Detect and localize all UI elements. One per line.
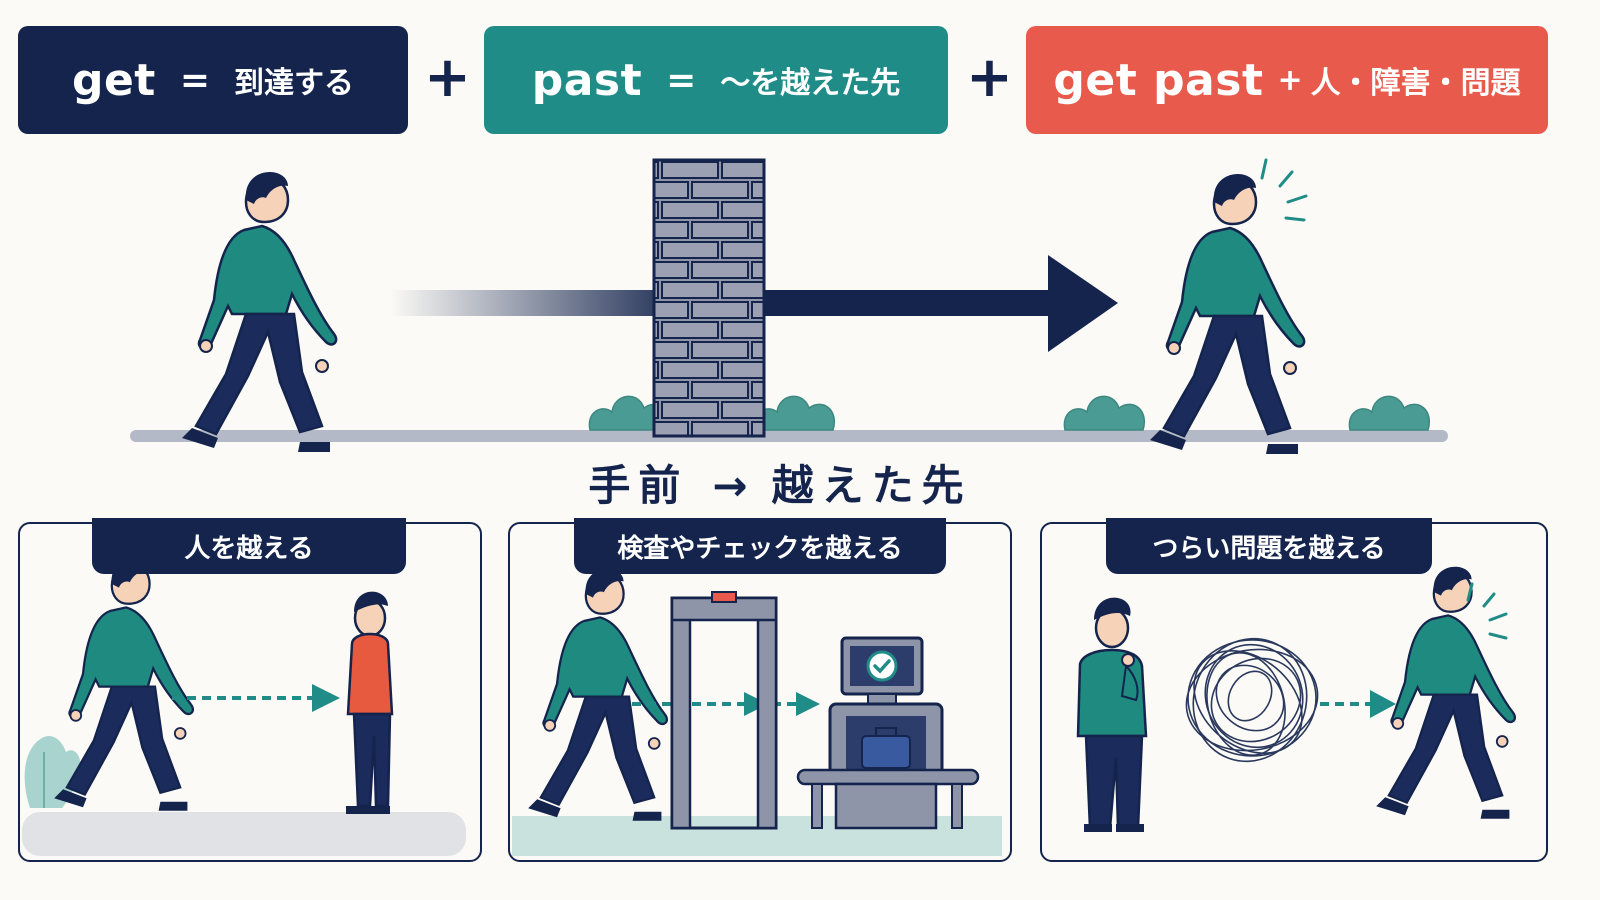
panel-2-arrowhead-2 <box>796 692 820 716</box>
get-equals: = <box>179 59 211 101</box>
excitement-lines-icon <box>1260 158 1308 222</box>
plus-sign-2: + <box>966 45 1013 110</box>
metal-detector-gate <box>670 591 778 830</box>
get-definition-box: get = 到達する <box>18 26 408 134</box>
before-after-label: 手前 → 越えた先 <box>540 452 1020 513</box>
panel-3-arrowhead <box>1370 690 1396 718</box>
get-past-usage-box: get past + 人・障害・問題 <box>1026 26 1548 134</box>
get-meaning: 到達する <box>234 66 355 101</box>
before-label: 手前 <box>588 461 689 510</box>
progress-arrow-head <box>1048 255 1118 352</box>
ground-line <box>130 430 1448 442</box>
panel-2-arrowhead-1 <box>744 692 768 716</box>
panel-problem-title: つらい問題を越える <box>1106 518 1432 574</box>
get-past-plus: + <box>1277 62 1303 98</box>
check-icon <box>873 659 891 674</box>
panel-1-floor <box>22 812 466 856</box>
panel-person-title: 人を越える <box>92 518 406 574</box>
panel-1-arrowhead <box>312 684 340 712</box>
plus-sign-1: + <box>424 45 471 110</box>
after-label: 越えた先 <box>771 461 972 510</box>
brick-wall <box>652 158 766 438</box>
panel-3-excitement-lines-icon <box>1466 582 1508 640</box>
bush-right-1 <box>1063 395 1146 431</box>
past-equals: = <box>666 59 697 101</box>
get-word: get <box>71 54 156 106</box>
get-past-objects: 人・障害・問題 <box>1310 66 1521 101</box>
panel-inspection-title: 検査やチェックを越える <box>574 518 946 574</box>
xray-scanner <box>796 636 980 830</box>
tangled-problem-scribble-icon <box>1185 637 1319 763</box>
past-word: past <box>531 54 643 106</box>
walker-after <box>1148 172 1306 456</box>
get-past-phrase: get past <box>1053 54 1264 106</box>
past-definition-box: past = 〜を越えた先 <box>484 26 948 134</box>
bush-right-2 <box>1348 395 1431 431</box>
panel-1-plant <box>24 735 81 808</box>
arrow-glyph: → <box>712 461 748 510</box>
past-meaning: 〜を越えた先 <box>720 66 901 101</box>
bush-mid <box>753 395 836 431</box>
walker-before <box>180 170 338 454</box>
worried-person <box>1076 597 1148 832</box>
panel-1-standing-person <box>346 591 394 814</box>
